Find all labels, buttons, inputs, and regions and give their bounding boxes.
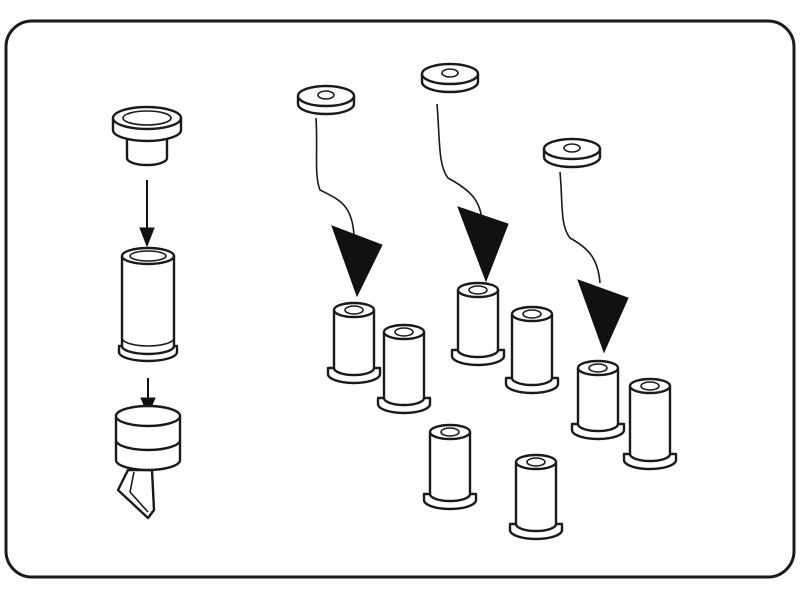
- cylinder-icon: [326, 301, 382, 385]
- arrow-icon: [331, 225, 383, 298]
- cylinder-icon: [570, 359, 626, 441]
- washer-icon: [420, 62, 480, 94]
- cylinder-icon: [504, 305, 560, 395]
- washer-icon: [296, 84, 356, 116]
- washer-icon: [542, 137, 602, 169]
- adapter-tool-icon: [114, 404, 182, 520]
- leader-line: [436, 103, 483, 221]
- bushing-icon: [111, 105, 183, 167]
- leader-line: [315, 117, 355, 236]
- arrow-icon: [457, 206, 509, 283]
- cylinder-icon: [376, 323, 432, 415]
- cylinder-icon: [508, 453, 564, 541]
- cylinder-icon: [450, 281, 506, 367]
- leader-line: [559, 171, 601, 284]
- arrow-icon: [577, 279, 629, 354]
- sleeve-icon: [117, 246, 179, 363]
- cylinder-icon: [622, 377, 678, 471]
- arrow-icon: [139, 180, 155, 248]
- cylinder-icon: [422, 423, 478, 511]
